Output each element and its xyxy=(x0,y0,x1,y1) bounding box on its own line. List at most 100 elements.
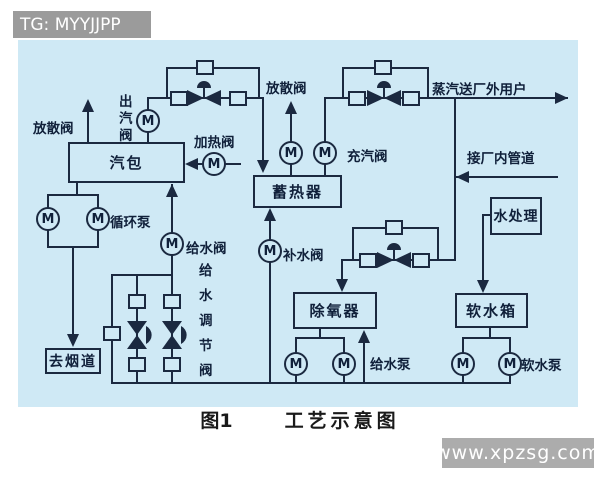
pipe xyxy=(290,104,292,175)
pipe xyxy=(437,227,439,260)
drum-vent-valve-label: 放散阀 xyxy=(33,121,74,137)
pipe xyxy=(72,247,74,337)
pipe xyxy=(166,67,168,98)
water-treatment-box: 水处理 xyxy=(490,197,542,235)
pipe xyxy=(111,382,511,384)
flange-box xyxy=(196,60,214,75)
feed-water-valve-label: 给水阀 xyxy=(186,241,227,257)
steam-charging-valve-label: 充汽阀 xyxy=(347,149,388,165)
heating-valve-label: 加热阀 xyxy=(194,135,235,151)
steam-outlet-valve-label: 出汽阀 xyxy=(119,94,133,144)
flange-box xyxy=(163,357,181,372)
pipe xyxy=(342,67,344,98)
pipe xyxy=(363,332,365,383)
pipe xyxy=(262,97,264,161)
motor-accumulator-vent-valve: M xyxy=(279,141,303,165)
pipe xyxy=(456,176,558,178)
to-flue-label: 去烟道 xyxy=(49,354,97,370)
figure-caption: 图1 工艺示意图 xyxy=(0,406,600,433)
pipe xyxy=(462,337,511,339)
regulating-valve-icon xyxy=(127,321,152,349)
flange-box xyxy=(359,253,377,268)
pipe xyxy=(111,274,173,276)
flow-arrow-left-icon xyxy=(185,158,198,170)
flow-arrow-down-icon xyxy=(336,279,348,292)
pipe xyxy=(319,329,321,339)
motor-feed-water-valve: M xyxy=(160,232,184,256)
flange-box xyxy=(163,294,181,309)
figure-title: 工艺示意图 xyxy=(284,410,400,432)
flow-arrow-up-icon xyxy=(166,184,178,197)
flange-box xyxy=(412,253,430,268)
control-valve-icon xyxy=(377,243,411,268)
pipe xyxy=(482,214,484,282)
to-flue-box: 去烟道 xyxy=(45,348,101,374)
steam-drum-label: 汽包 xyxy=(109,154,144,172)
flow-arrow-down-icon xyxy=(67,334,79,347)
to-plant-pipeline-label: 接厂内管道 xyxy=(467,151,535,167)
motor-feed-water-pump-2: M xyxy=(332,352,356,376)
flange-box xyxy=(128,294,146,309)
water-treatment-label: 水处理 xyxy=(493,209,539,225)
pipe xyxy=(47,194,99,196)
flange-box xyxy=(229,91,247,106)
pipe xyxy=(171,184,173,275)
pipe xyxy=(489,328,491,338)
header-tag: TG: MYYJJPP xyxy=(13,11,151,38)
motor-soft-water-pump-2: M xyxy=(498,352,522,376)
flange-box xyxy=(103,326,121,341)
flange-box xyxy=(374,60,392,75)
motor-circulation-pump-1: M xyxy=(36,207,60,231)
pipe xyxy=(87,101,89,142)
pipe xyxy=(295,337,345,339)
motor-steam-outlet-valve: M xyxy=(136,109,160,133)
flow-arrow-up-icon xyxy=(285,101,297,114)
pipe xyxy=(269,211,271,383)
motor-circulation-pump-2: M xyxy=(86,207,110,231)
flange-box xyxy=(385,220,403,235)
pipe xyxy=(225,163,241,165)
pipe xyxy=(324,97,568,99)
soft-water-tank-label: 软水箱 xyxy=(465,302,517,320)
deaerator-box: 除氧器 xyxy=(293,292,377,329)
steam-drum-box: 汽包 xyxy=(68,142,185,183)
control-valve-icon xyxy=(187,81,221,106)
flow-arrow-left-icon xyxy=(456,171,469,183)
motor-soft-water-pump-1: M xyxy=(451,352,475,376)
makeup-water-valve-label: 补水阀 xyxy=(283,248,324,264)
control-valve-icon xyxy=(367,81,401,106)
figure-number: 图1 xyxy=(200,410,233,432)
flow-arrow-up-icon xyxy=(264,208,276,221)
motor-feed-water-pump-1: M xyxy=(284,352,308,376)
regulating-valve-icon xyxy=(162,321,187,349)
pipe xyxy=(454,97,456,261)
soft-water-pump-label: 软水泵 xyxy=(521,358,562,374)
flange-box xyxy=(128,357,146,372)
pipe xyxy=(341,259,343,281)
pipe xyxy=(352,227,354,260)
flange-box xyxy=(348,91,366,106)
accumulator-vent-valve-label: 放散阀 xyxy=(266,81,307,97)
pipe xyxy=(482,214,491,216)
pipe xyxy=(196,163,204,165)
motor-heating-valve: M xyxy=(202,152,226,176)
pipe xyxy=(258,67,260,98)
pipe xyxy=(76,183,78,196)
pipe xyxy=(324,97,326,175)
deaerator-label: 除氧器 xyxy=(309,302,361,320)
feed-water-pump-label: 给水泵 xyxy=(370,357,411,373)
motor-makeup-water-valve: M xyxy=(258,239,282,263)
flow-arrow-down-icon xyxy=(257,160,269,173)
flange-box xyxy=(402,91,420,106)
steam-to-external-users-label: 蒸汽送厂外用户 xyxy=(432,82,527,98)
circulation-pump-label: 循环泵 xyxy=(110,215,151,231)
heat-accumulator-box: 蓄热器 xyxy=(253,175,342,208)
heat-accumulator-label: 蓄热器 xyxy=(271,183,323,201)
flow-arrow-up-icon xyxy=(358,330,370,343)
flow-arrow-up-icon xyxy=(82,99,94,112)
feed-water-regulating-valve-label: 给水调节阀 xyxy=(199,263,213,379)
flow-arrow-right-icon xyxy=(555,92,568,104)
pipe xyxy=(427,67,429,98)
flow-arrow-down-icon xyxy=(477,280,489,293)
